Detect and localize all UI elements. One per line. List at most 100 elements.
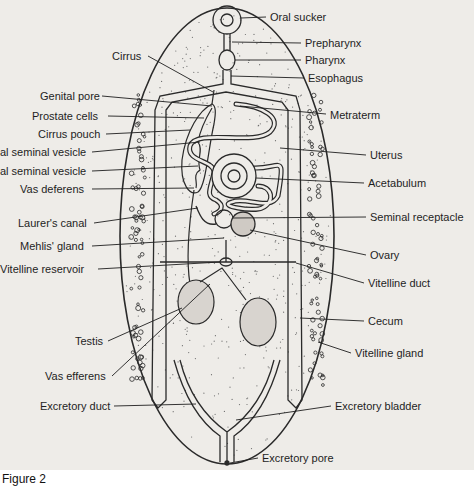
stipple-dot [190,58,191,59]
stipple-dot [292,267,293,268]
leader-line [232,42,301,43]
stipple-dot [190,112,191,113]
stipple-dot [237,53,238,54]
vitelline-follicle [143,176,146,179]
stipple-dot [305,285,306,286]
vitelline-follicle [135,219,138,222]
stipple-dot [239,367,240,368]
stipple-dot [162,220,163,221]
vitelline-follicle [309,121,311,123]
stipple-dot [163,256,164,257]
stipple-dot [184,61,185,62]
stipple-dot [185,118,186,119]
stipple-dot [296,389,297,390]
stipple-dot [260,123,261,124]
stipple-dot [285,51,286,52]
vitelline-follicle [130,377,135,382]
vitelline-follicle [312,165,316,169]
vitelline-follicle [137,210,141,214]
stipple-dot [173,112,174,113]
stipple-dot [219,75,220,76]
stipple-dot [186,47,187,48]
vitelline-follicle [130,287,133,290]
vitelline-follicle [131,227,134,230]
stipple-dot [217,73,218,74]
prepharynx [223,34,224,50]
stipple-dot [203,50,204,51]
stipple-dot [180,112,181,113]
vitelline-follicle [319,108,322,111]
stipple-dot [211,374,212,375]
stipple-dot [219,149,220,150]
stipple-dot [274,85,275,86]
stipple-dot [232,399,233,400]
stipple-dot [307,134,308,135]
stipple-dot [246,404,247,405]
stipple-dot [178,361,179,362]
stipple-dot [162,407,163,408]
part-label: Excretory bladder [335,400,421,412]
stipple-dot [149,281,150,282]
stipple-dot [285,101,286,102]
part-label: Uterus [370,149,402,161]
uterus-lumen [190,104,282,214]
vitelline-follicle [311,230,315,234]
stipple-dot [200,55,201,56]
stipple-dot [303,373,304,374]
stipple-dot [214,395,215,396]
stipple-dot [211,343,212,344]
stipple-dot [126,285,127,286]
stipple-dot [235,275,236,276]
stipple-dot [264,152,265,153]
stipple-dot [221,341,222,342]
vitelline-follicle [138,256,140,258]
stipple-dot [326,239,327,240]
leader-line [92,238,224,246]
stipple-dot [275,241,276,242]
stipple-dot [182,366,183,367]
leader-line [148,56,213,92]
leader-line [102,96,212,106]
stipple-dot [302,308,303,309]
stipple-dot [151,309,152,310]
vitelline-follicle [141,309,144,312]
stipple-dot [164,197,165,198]
stipple-dot [304,356,305,357]
stipple-dot [184,227,185,228]
stipple-dot [215,414,216,415]
leader-line [106,130,190,134]
stipple-dot [186,54,187,55]
stipple-dot [274,289,275,290]
stipple-dot [275,140,276,141]
stipple-dot [291,126,292,127]
stipple-dot [258,125,259,126]
acetabulum [212,154,256,198]
stipple-dot [183,277,184,278]
vitelline-follicle [312,338,315,341]
stipple-dot [149,238,150,239]
stipple-dot [291,399,292,400]
stipple-dot [206,124,207,125]
stipple-dot [146,157,147,158]
vitelline-follicle [140,253,144,257]
stipple-dot [281,98,282,99]
figure-caption: Figure 2 [2,472,46,486]
stipple-dot [218,357,219,358]
stipple-dot [288,87,289,88]
stipple-dot [308,325,309,326]
body-outline [120,8,334,464]
stipple-dot [285,151,286,152]
stipple-dot [228,346,229,347]
stipple-dot [177,248,178,249]
stipple-dot [230,112,231,113]
stipple-dot [200,173,201,174]
vitelline-follicle [309,214,313,218]
stipple-dot [255,159,256,160]
stipple-dot [240,341,241,342]
stipple-dot [248,237,249,238]
stipple-dot [304,140,305,141]
stipple-dot [279,204,280,205]
stipple-dot [274,231,275,232]
part-label: Cirrus pouch [38,128,100,140]
vitelline-reservoir [220,258,232,266]
